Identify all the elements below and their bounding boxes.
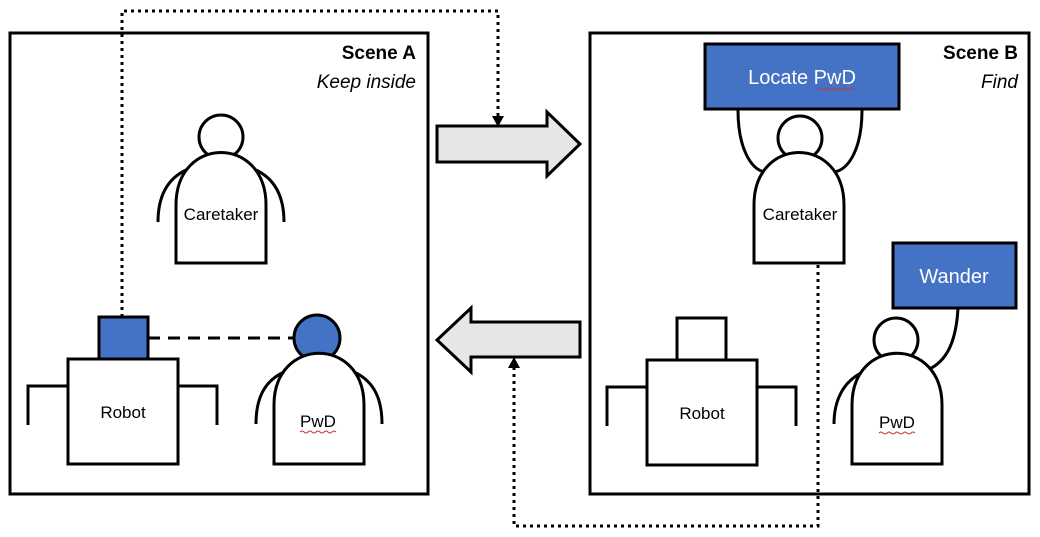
- robot-a-body: [66, 357, 180, 466]
- caretaker-b-left-arm-raised: [736, 109, 766, 174]
- robot-b-figure: Robot: [605, 316, 798, 467]
- dotted-trigger-arrowhead-up: [508, 357, 520, 368]
- wander-label: Wander: [919, 266, 989, 288]
- caretaker-a-label: Caretaker: [184, 205, 259, 224]
- locate-pwd-spellcheck-underline: [817, 87, 855, 91]
- locate-pwd-action: Locate PwD: [703, 42, 901, 111]
- scene-a-subtitle: Keep inside: [317, 72, 416, 93]
- transition-arrow-right: [435, 108, 583, 180]
- caretaker-a-left-arm: [156, 168, 187, 223]
- scene-a-title: Scene A: [342, 43, 417, 64]
- pwd-b-spellcheck-underline: [878, 431, 916, 435]
- dotted-trigger-line-robot-to-right-arrow: [120, 9, 500, 317]
- pwd-a-body: [272, 351, 366, 466]
- caretaker-b-label: Caretaker: [763, 205, 838, 224]
- caretaker-b-figure: Caretaker: [736, 109, 864, 265]
- caretaker-b-body: [752, 151, 846, 265]
- robot-b-body: [645, 358, 759, 467]
- scene-b-frame: [588, 31, 1031, 496]
- pwd-b-body: [850, 351, 944, 466]
- transition-arrow-left: [434, 304, 582, 376]
- pwd-a-figure: PwD: [254, 313, 384, 466]
- locate-pwd-box: [703, 42, 901, 111]
- scene-b-panel: Scene B Find Caretaker Locate PwD Robot: [588, 31, 1031, 496]
- pwd-a-label: PwD: [300, 412, 336, 431]
- robot-a-left-arm: [26, 384, 68, 425]
- pwd-a-left-arm: [254, 370, 285, 425]
- robot-a-head-active: [97, 315, 150, 361]
- wander-box: [891, 241, 1018, 310]
- pwd-b-figure: PwD: [832, 307, 960, 466]
- robot-b-label: Robot: [679, 404, 725, 423]
- pwd-b-label: PwD: [879, 413, 915, 432]
- pwd-a-spellcheck-underline: [299, 430, 337, 434]
- wander-action: Wander: [891, 241, 1018, 310]
- robot-a-right-arm: [178, 384, 219, 425]
- robot-a-label: Robot: [100, 403, 146, 422]
- scene-b-title: Scene B: [943, 43, 1018, 64]
- dotted-trigger-arrowhead-down: [492, 116, 504, 127]
- robot-b-left-arm: [605, 385, 647, 426]
- scene-b-subtitle: Find: [981, 72, 1019, 93]
- pwd-a-right-arm: [353, 370, 384, 425]
- caretaker-a-right-arm: [255, 168, 286, 223]
- pwd-b-right-arm-raised: [921, 307, 960, 374]
- scene-a-frame: [8, 31, 430, 496]
- scene-a-panel: Scene A Keep inside Caretaker Robot PwD: [8, 31, 430, 496]
- caretaker-a-figure: Caretaker: [156, 113, 286, 265]
- caretaker-a-body: [174, 151, 268, 265]
- robot-b-head: [675, 316, 728, 362]
- robot-b-right-arm: [757, 385, 798, 426]
- dotted-trigger-line-caretaker-to-left-arrow: [512, 265, 820, 528]
- locate-pwd-label: Locate PwD: [748, 67, 856, 89]
- caretaker-b-right-arm-raised: [833, 109, 864, 174]
